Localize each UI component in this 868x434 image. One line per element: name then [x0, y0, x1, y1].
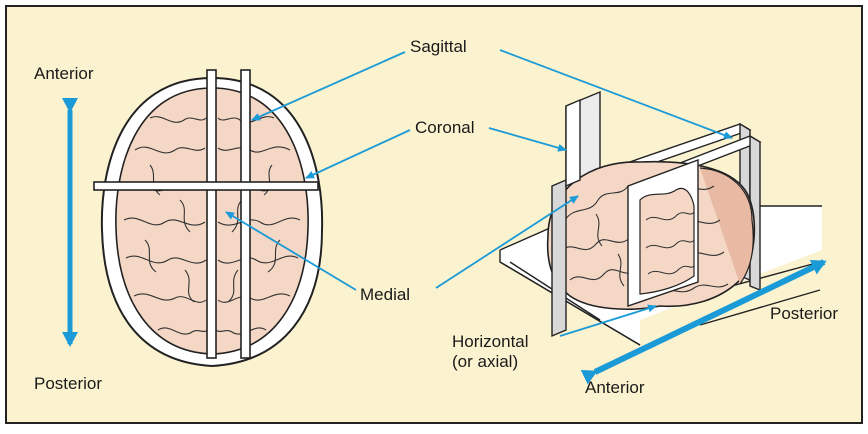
posterior-label-right: Posterior [770, 304, 838, 324]
horizontal-label: Horizontal (or axial) [452, 332, 562, 372]
medial-label: Medial [360, 285, 410, 305]
anterior-label-left: Anterior [34, 64, 94, 84]
horizontal-label-line2: (or axial) [452, 352, 562, 372]
horizontal-label-line1: Horizontal [452, 332, 562, 352]
sagittal-label: Sagittal [410, 37, 467, 57]
coronal-label: Coronal [415, 118, 475, 138]
anterior-label-right: Anterior [585, 378, 645, 398]
posterior-label-left: Posterior [34, 374, 102, 394]
